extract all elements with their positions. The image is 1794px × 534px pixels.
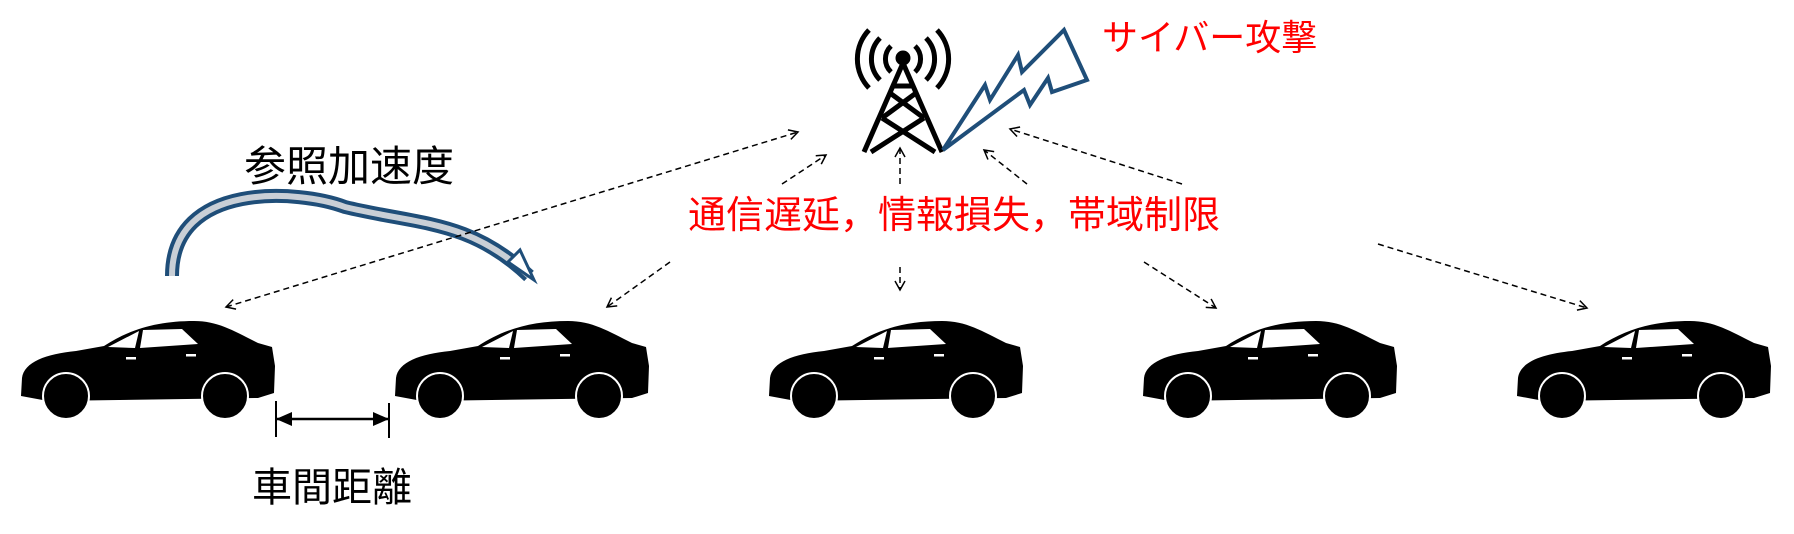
vehicle-5-car-icon [1516,320,1772,420]
network-issues-label: 通信遅延，情報損失，帯域制限 [688,193,1221,237]
comm-link-vehicle-2 [605,261,671,308]
lightning-bolt-icon [941,26,1090,152]
comm-link-up-3 [982,149,1028,185]
comm-link-vehicle-5 [1377,243,1589,311]
vehicle-3-car-icon [768,320,1024,420]
cyber-attack-label: サイバー攻撃 [1102,18,1318,59]
distance-arrow [275,401,390,438]
inter-vehicle-distance-label: 車間距離 [252,465,412,511]
comm-link-up-1 [781,154,828,185]
radio-tower-icon [854,28,952,155]
comm-link-up-4 [1008,126,1183,185]
vehicle-1-car-icon [20,320,276,420]
comm-link-vehicle-4 [1143,261,1218,309]
vehicle-4-car-icon [1142,320,1398,420]
reference-acceleration-label: 参照加速度 [244,142,455,191]
vehicle-2-car-icon [394,320,650,420]
